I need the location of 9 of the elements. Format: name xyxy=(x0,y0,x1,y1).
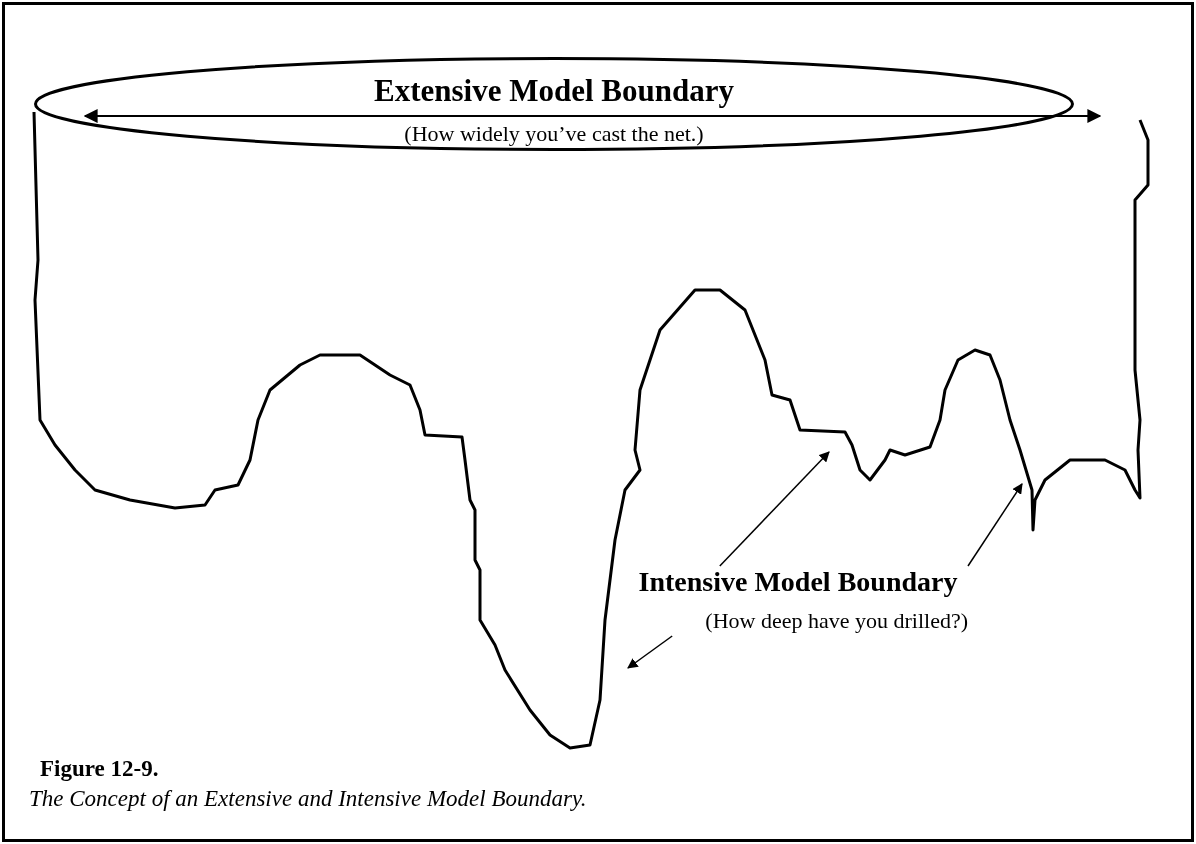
boundary-heading: Extensive Model Boundary xyxy=(374,73,734,109)
leader-arrow xyxy=(627,635,673,669)
leader-arrow xyxy=(719,451,830,567)
leader-arrow xyxy=(967,483,1023,567)
boundary-question: (How deep have you drilled?) xyxy=(705,608,968,634)
figure-number: Figure 12-9. xyxy=(40,756,159,782)
boundary-question: (How widely you’ve cast the net.) xyxy=(404,121,704,147)
boundary-heading: Intensive Model Boundary xyxy=(638,566,958,598)
figure-caption: The Concept of an Extensive and Intensive Model Boundary. xyxy=(29,786,587,812)
